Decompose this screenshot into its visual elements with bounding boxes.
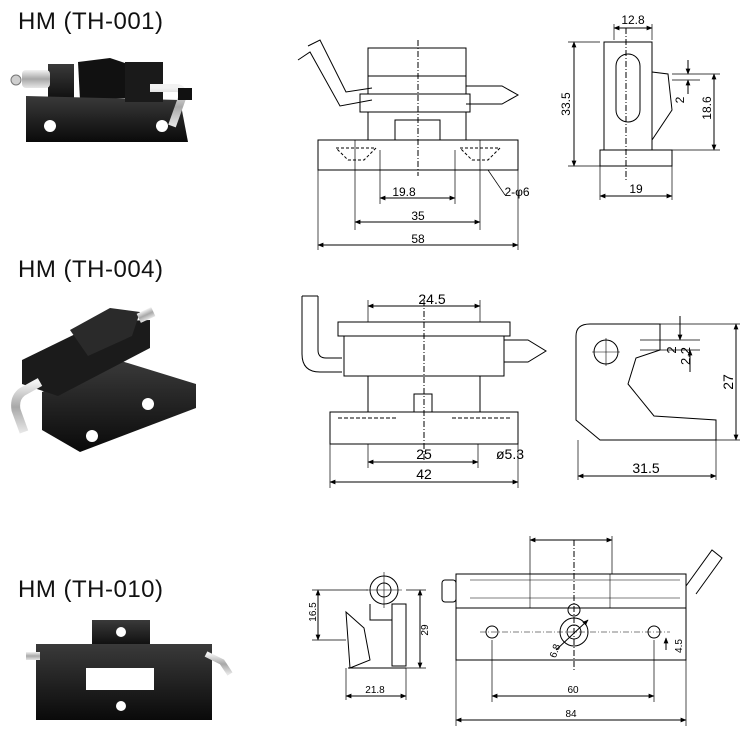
dim-th001-hole: 2-φ6 (504, 185, 529, 199)
dim-th001-height-total: 33.5 (559, 92, 573, 116)
dim-th001-depth: 19 (629, 182, 643, 196)
dim-th001-pin-width: 12.8 (621, 13, 645, 27)
dim-th004-length: 42 (416, 466, 432, 482)
product-title-th004: HM (TH-004) (18, 256, 164, 283)
product-title-th010: HM (TH-010) (18, 576, 164, 603)
photo-th001 (10, 58, 192, 142)
dim-th004-depth: 31.5 (632, 460, 659, 476)
dim-th010-length: 84 (565, 709, 577, 720)
dim-th004-height: 27 (720, 374, 736, 390)
dim-th001-height-mid: 18.6 (700, 96, 714, 120)
dim-th004-offset-a: 2 (664, 346, 679, 353)
photo-th010 (26, 620, 233, 720)
drawing-th010-side (312, 572, 426, 700)
dim-th010-pin-height: 16.5 (308, 602, 319, 622)
drawing-th004-front (301, 295, 547, 488)
dim-th010-hole-a: 6.8 (548, 642, 563, 659)
dim-th010-hole-b: 4.5 (674, 639, 685, 653)
dim-th004-top-width: 24.5 (418, 291, 445, 307)
dim-th001-center: 19.8 (392, 185, 416, 199)
dim-th004-offset-b: 2.2 (678, 347, 693, 365)
drawing-th001-front (297, 39, 520, 250)
drawing-th010-front (441, 536, 723, 726)
drawing-th001-side (568, 24, 720, 200)
dim-th001-span: 35 (411, 209, 425, 223)
drawing-th004-side (575, 316, 740, 480)
dim-th004-hole-dia: ø5.3 (496, 446, 524, 462)
dim-th004-hole-span: 25 (416, 446, 432, 462)
dim-th001-length: 58 (411, 232, 425, 246)
dim-th010-depth: 21.8 (365, 685, 385, 696)
dim-th001-offset: 2 (673, 96, 687, 103)
product-title-th001: HM (TH-001) (18, 8, 164, 35)
dim-th010-hole-span: 60 (567, 685, 579, 696)
dim-th010-height: 29 (420, 624, 431, 636)
photo-th004 (11, 307, 196, 452)
